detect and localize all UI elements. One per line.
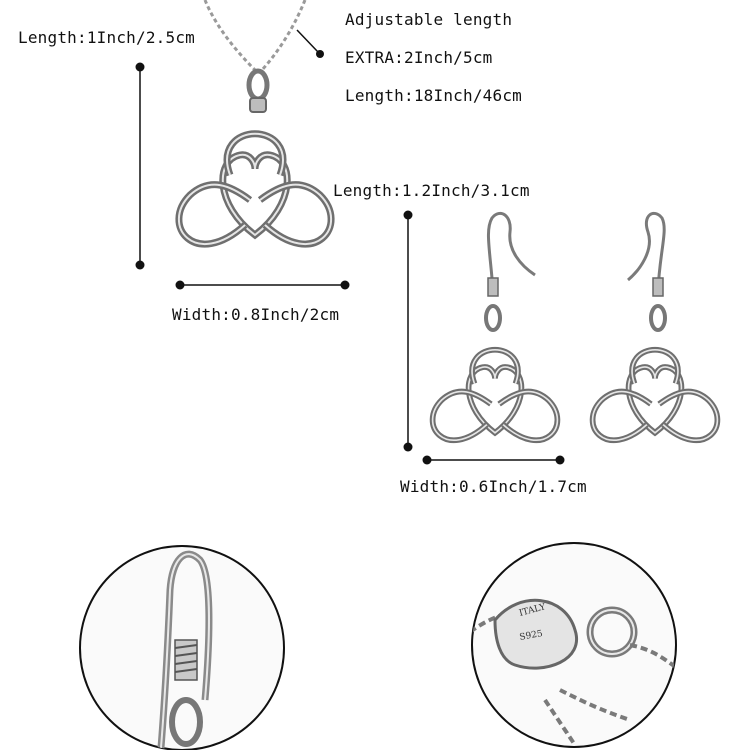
necklace-length-label: Length:1Inch/2.5cm <box>18 28 195 47</box>
necklace-pendant <box>179 68 331 244</box>
chain-extra-label: EXTRA:2Inch/5cm <box>345 48 493 67</box>
chain-pointer-line <box>296 29 319 53</box>
earring-width-dimension <box>422 455 565 465</box>
chain-pointer-dot <box>316 50 324 58</box>
necklace-width-label: Width:0.8Inch/2cm <box>172 305 340 324</box>
earring-length-label: Length:1.2Inch/3.1cm <box>333 181 530 200</box>
hook-coil <box>174 639 198 681</box>
earring-right <box>593 212 718 440</box>
necklace-width-dimension <box>175 280 350 290</box>
hook-closeup <box>79 545 285 750</box>
necklace-chain <box>203 0 324 72</box>
clasp-tag <box>493 598 579 670</box>
earring-left <box>433 212 558 440</box>
earring-width-label: Width:0.6Inch/1.7cm <box>400 477 587 496</box>
clasp-stamp-s925: S925 <box>519 629 544 643</box>
chain-length-label: Length:18Inch/46cm <box>345 86 522 105</box>
earring-length-dimension <box>403 210 413 452</box>
chain-adjustable-label: Adjustable length <box>345 10 513 29</box>
necklace-length-dimension <box>135 62 145 270</box>
clasp-closeup: ITALY S925 <box>471 542 677 748</box>
